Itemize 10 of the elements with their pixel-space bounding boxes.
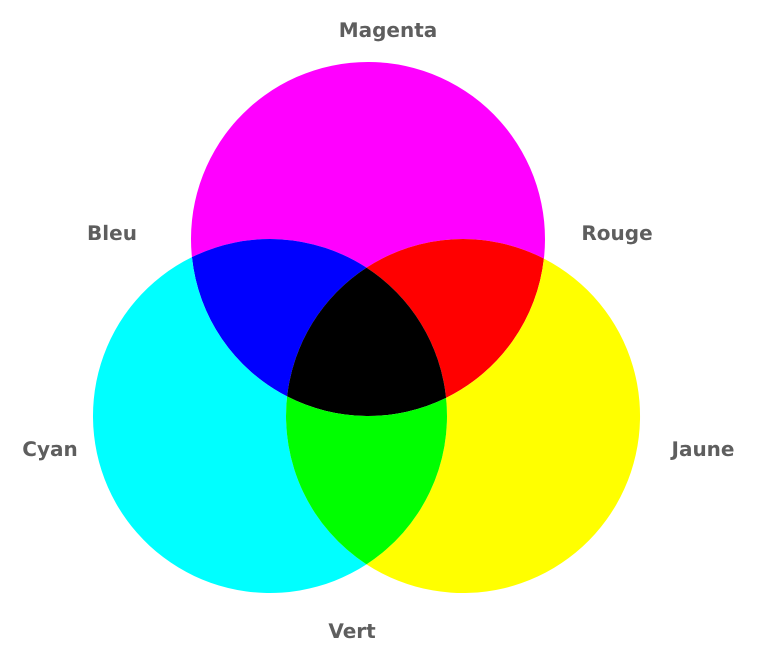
lower-right-circle-label: Jaune [672,439,734,459]
bottom-overlap-region [286,396,447,564]
right-overlap-label: Rouge [581,223,653,243]
lower-left-circle-label: Cyan [22,439,78,459]
bottom-overlap-label: Vert [328,621,376,641]
left-overlap-label: Bleu [87,223,137,243]
right-overlap-region [366,239,544,398]
left-overlap-region [192,239,366,396]
top-circle-label: Magenta [338,20,438,40]
center-overlap-region [287,268,446,416]
